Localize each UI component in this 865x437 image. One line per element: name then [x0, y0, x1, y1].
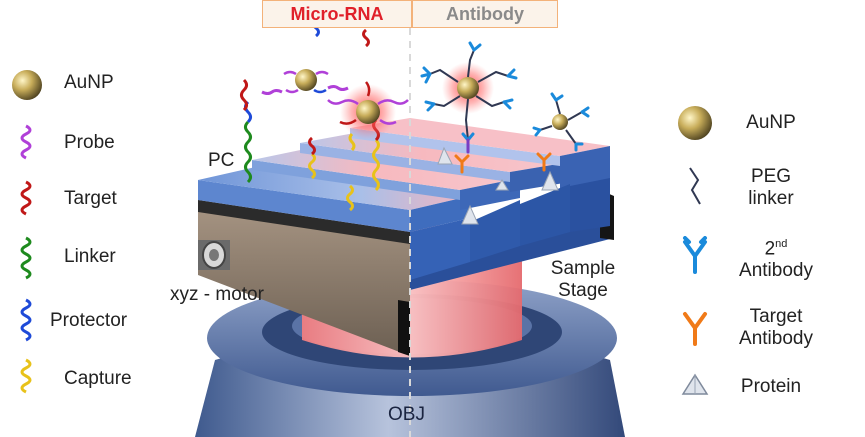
legend-probe-label: Probe [64, 132, 115, 153]
antibody-header: Antibody [412, 0, 558, 28]
legend-target-antibody-line2: Antibody [739, 328, 813, 349]
legend-aunp-right-label: AuNP [746, 112, 796, 133]
sample-stage [198, 118, 614, 356]
sample-stage-label-line2: Stage [558, 280, 608, 301]
legend-aunp-label: AuNP [64, 72, 114, 93]
target-antibodies [454, 152, 552, 174]
protein-icon [681, 373, 709, 395]
wavy-strand-icon [20, 124, 32, 160]
xyz-motor-label: xyz - motor [170, 284, 264, 305]
aunp [295, 69, 317, 91]
legend-peg-line2: linker [748, 188, 794, 209]
legend-capture-label: Capture [64, 368, 132, 389]
obj-label: OBJ [388, 404, 425, 425]
peg-linkers [429, 49, 509, 141]
legend-protein-label: Protein [740, 376, 802, 397]
wavy-strand-icon [20, 358, 32, 394]
legend-target-antibody-label: Target Antibody [726, 306, 826, 350]
legend-peg-line1: PEG [750, 166, 792, 187]
legend-second-antibody-label: 2nd Antibody [726, 238, 826, 282]
wavy-strand-icon [20, 180, 32, 216]
antibody-header-label: Antibody [446, 4, 524, 24]
wavy-strand-icon [20, 236, 32, 280]
second-antibody-icon [683, 236, 707, 274]
legend-peg-label: PEG linker [726, 166, 816, 210]
wavy-strand-icon [20, 298, 32, 342]
legend-second-antibody-line2: Antibody [739, 260, 813, 282]
target-antibody-icon [683, 312, 707, 346]
aunp [552, 114, 568, 130]
sample-stage-label: Sample Stage [548, 258, 618, 302]
proteins [437, 146, 559, 225]
xyz-motor [198, 240, 230, 270]
aunp-probes [327, 81, 409, 125]
legend-linker-label: Linker [64, 246, 116, 267]
second-antibody-suffix: nd [775, 238, 788, 250]
peg-linker-icon [689, 167, 701, 205]
gold-nanoparticle-icon [12, 70, 42, 100]
pc-label: PC [208, 150, 235, 171]
micro-rna-header: Micro-RNA [262, 0, 412, 28]
micro-rna-header-label: Micro-RNA [290, 4, 384, 24]
gold-nanoparticle-icon [678, 106, 712, 140]
legend-target-label: Target [64, 188, 117, 209]
sample-stage-label-line1: Sample [550, 258, 616, 279]
second-antibody-number: 2 [764, 238, 776, 260]
legend-target-antibody-line1: Target [749, 306, 803, 327]
legend-second-antibody-line1: 2nd [726, 238, 826, 260]
legend-protector-label: Protector [50, 310, 128, 331]
